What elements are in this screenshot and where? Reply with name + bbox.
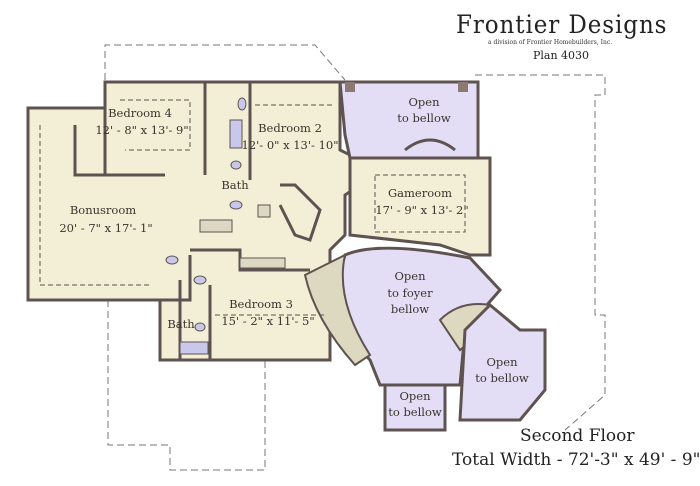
bedroom4-name: Bedroom 4 bbox=[108, 106, 172, 120]
brand-subtitle: a division of Frontier Homebuilders, Inc… bbox=[488, 39, 613, 46]
open-bottom-line2: to bellow bbox=[388, 405, 442, 419]
gameroom-size: 17' - 9" x 13'- 2" bbox=[375, 203, 468, 217]
gameroom-ceiling bbox=[374, 174, 466, 233]
bedroom2-size: 12'- 0" x 13'- 10" bbox=[242, 138, 339, 152]
attic-access bbox=[199, 219, 233, 233]
floor-label: Second Floor bbox=[520, 426, 635, 446]
plan-number: Plan 4030 bbox=[533, 49, 590, 62]
toilet-icon bbox=[230, 160, 242, 170]
open-foyer-line3: bellow bbox=[391, 302, 429, 316]
ceiling-lines bbox=[39, 99, 335, 316]
bedroom3-size: 15' - 2" x 11'- 5" bbox=[221, 314, 314, 328]
sink-icon bbox=[229, 200, 243, 210]
staircase bbox=[303, 253, 372, 367]
sink-icon bbox=[237, 97, 247, 111]
open-top-line2: to bellow bbox=[397, 111, 451, 125]
main-floor-area bbox=[26, 80, 362, 362]
open-foyer-line2: to foyer bbox=[387, 286, 433, 300]
bathtub-icon bbox=[229, 119, 243, 149]
brand-title: Frontier Designs bbox=[456, 10, 668, 39]
chute bbox=[257, 204, 271, 218]
open-right-line1: Open bbox=[486, 355, 518, 369]
bathtub-icon bbox=[179, 341, 209, 355]
bath2-name: Bath bbox=[167, 317, 195, 331]
bonusroom-size: 20' - 7" x 17'- 1" bbox=[59, 221, 152, 235]
open-to-below-right bbox=[458, 302, 547, 422]
open-top-line1: Open bbox=[408, 95, 440, 109]
bedroom2-name: Bedroom 2 bbox=[258, 121, 322, 135]
toilet-icon bbox=[194, 322, 206, 332]
gameroom-area bbox=[348, 156, 492, 257]
open-right-line2: to bellow bbox=[475, 371, 529, 385]
column bbox=[345, 82, 355, 92]
bedroom4-size: 12' - 8" x 13'- 9" bbox=[95, 123, 188, 137]
roof-outline-bottom bbox=[107, 300, 266, 471]
bath1-name: Bath bbox=[221, 178, 249, 192]
open-foyer-line1: Open bbox=[394, 269, 426, 283]
sink-icon bbox=[165, 255, 179, 265]
total-dimensions: Total Width - 72'-3" x 49' - 9" bbox=[452, 450, 700, 470]
open-to-below-bottom bbox=[383, 383, 447, 432]
column bbox=[458, 82, 468, 92]
open-bottom-line1: Open bbox=[399, 389, 431, 403]
roof-outline-right bbox=[475, 74, 606, 431]
sink-icon bbox=[193, 275, 207, 285]
shelf bbox=[239, 257, 286, 269]
open-to-below-top bbox=[338, 80, 480, 160]
gameroom-name: Gameroom bbox=[388, 186, 452, 200]
balcony-rail bbox=[404, 138, 456, 152]
bedroom3-name: Bedroom 3 bbox=[229, 297, 293, 311]
bonusroom-name: Bonusroom bbox=[70, 203, 136, 217]
roof-outline-top bbox=[104, 44, 346, 81]
